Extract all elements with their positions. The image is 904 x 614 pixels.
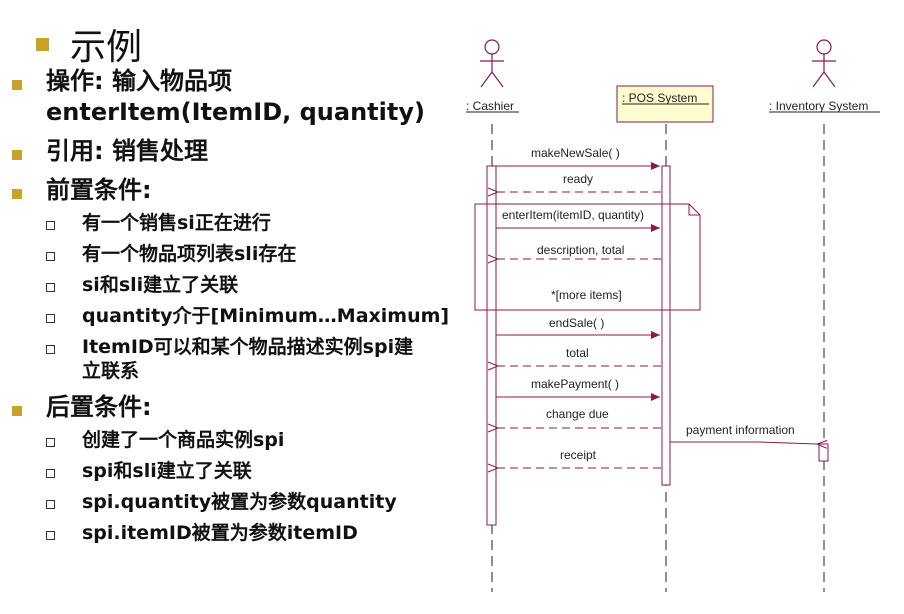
message-label: endSale( ) bbox=[549, 316, 604, 330]
inventory-actor-icon bbox=[812, 39, 836, 88]
postcondition-heading: 后置条件: bbox=[46, 393, 152, 421]
bullet-icon bbox=[12, 406, 22, 416]
actor-cashier-label: : Cashier bbox=[466, 99, 514, 113]
sub-bullet-icon bbox=[46, 500, 55, 509]
cashier-actor-icon bbox=[480, 39, 504, 88]
inventory-activation bbox=[818, 443, 829, 462]
reference-label: 引用: 销售处理 bbox=[46, 137, 208, 165]
actor-inventory-label: : Inventory System bbox=[769, 99, 868, 113]
loop-frame bbox=[474, 203, 701, 311]
bullet-icon bbox=[12, 80, 22, 90]
sub-bullet-icon bbox=[46, 221, 55, 230]
sub-bullet-icon bbox=[46, 469, 55, 478]
sub-bullet-icon bbox=[46, 314, 55, 323]
operation-signature: enterItem(ItemID, quantity) bbox=[46, 98, 425, 126]
precondition-item: quantity介于[Minimum…Maximum] bbox=[82, 305, 450, 327]
actor-pos-system-label: : POS System bbox=[622, 91, 697, 105]
precondition-heading: 前置条件: bbox=[46, 176, 152, 204]
page-title: 示例 bbox=[70, 27, 143, 68]
message-label: enterItem(itemID, quantity) bbox=[502, 208, 644, 222]
title-bullet-icon bbox=[36, 38, 49, 51]
sub-bullet-icon bbox=[46, 531, 55, 540]
message-label: payment information bbox=[686, 423, 795, 437]
message-label: ready bbox=[563, 172, 593, 186]
precondition-item: ItemID可以和某个物品描述实例spi建 bbox=[82, 336, 414, 358]
message-label: makePayment( ) bbox=[531, 377, 619, 391]
message-label: description, total bbox=[537, 243, 624, 257]
precondition-item: si和sli建立了关联 bbox=[82, 274, 239, 296]
message-label: receipt bbox=[560, 448, 597, 462]
postcondition-item: spi.itemID被置为参数itemID bbox=[82, 522, 358, 544]
sub-bullet-icon bbox=[46, 438, 55, 447]
sub-bullet-icon bbox=[46, 283, 55, 292]
message-label: total bbox=[566, 346, 589, 360]
precondition-item-continued: 立联系 bbox=[82, 360, 140, 382]
loop-guard-label: *[more items] bbox=[551, 288, 622, 302]
precondition-item: 有一个销售si正在进行 bbox=[82, 212, 271, 234]
loop-frame-corner bbox=[688, 204, 700, 216]
pos-activation bbox=[661, 165, 671, 486]
cashier-activation bbox=[486, 165, 497, 526]
postcondition-item: 创建了一个商品实例spi bbox=[82, 429, 285, 451]
message-label: makeNewSale( ) bbox=[531, 146, 620, 160]
bullet-icon bbox=[12, 150, 22, 160]
message-label: change due bbox=[546, 407, 609, 421]
operation-label: 操作: 输入物品项 bbox=[46, 67, 232, 95]
sub-bullet-icon bbox=[46, 252, 55, 261]
postcondition-item: spi.quantity被置为参数quantity bbox=[82, 491, 397, 513]
message-arrow bbox=[670, 442, 817, 444]
postcondition-item: spi和sli建立了关联 bbox=[82, 460, 252, 482]
sub-bullet-icon bbox=[46, 345, 55, 354]
bullet-icon bbox=[12, 189, 22, 199]
precondition-item: 有一个物品项列表sli存在 bbox=[82, 243, 297, 265]
